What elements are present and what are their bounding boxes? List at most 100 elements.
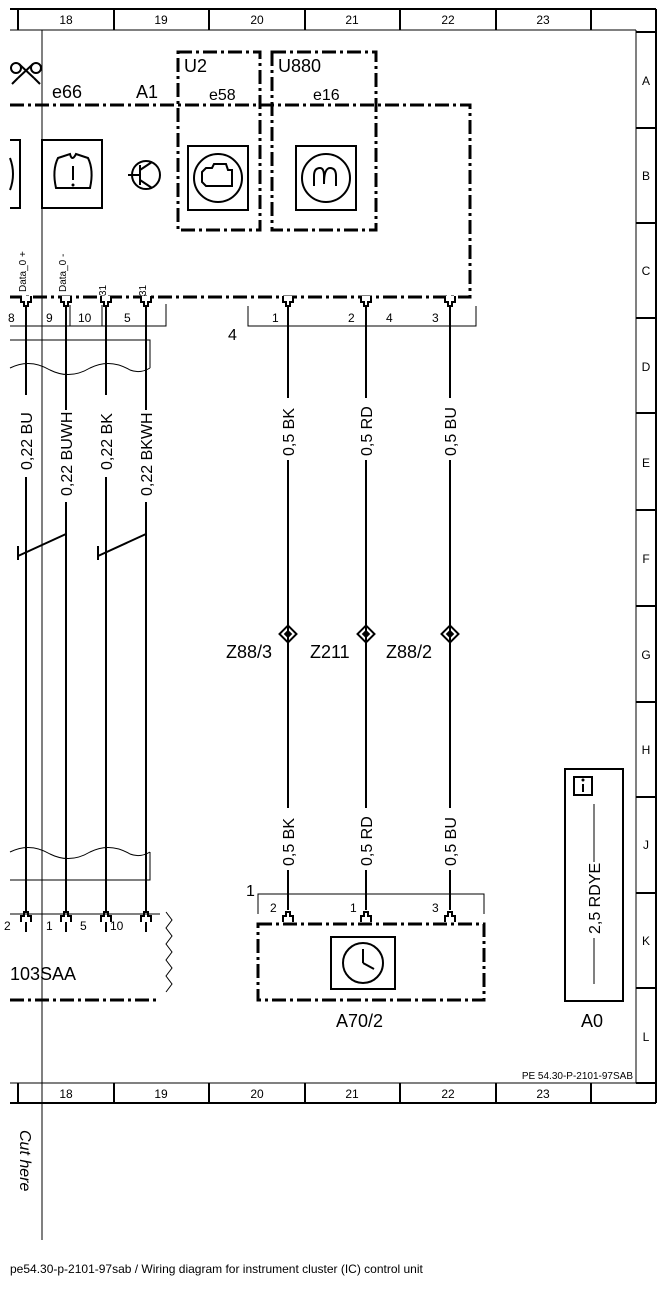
wire-label: 0,5 RD <box>359 406 376 456</box>
pin-marker <box>282 911 294 922</box>
col-label: 23 <box>536 13 550 27</box>
row-label: D <box>642 360 651 374</box>
info-icon <box>573 776 593 796</box>
pin-marker <box>360 911 372 922</box>
pin-label: 9 <box>46 311 53 325</box>
pin-markers-bottom <box>20 911 456 922</box>
row-label: E <box>642 456 650 470</box>
pin-label: 8 <box>8 311 15 325</box>
pin-marker <box>100 911 112 922</box>
splice-label: Z88/3 <box>226 642 272 662</box>
scissors-icon <box>10 62 42 85</box>
wire-label: 0,22 BU <box>19 412 36 470</box>
a70-2-box <box>256 922 486 1002</box>
component-e66: e66 <box>52 82 82 102</box>
column-labels-bottom: 18 19 20 21 22 23 <box>59 1087 550 1101</box>
warning-lamp-icon <box>41 139 103 209</box>
col-label: 21 <box>345 1087 359 1101</box>
pin-label: 3 <box>432 901 439 915</box>
page-caption: pe54.30-p-2101-97sab / Wiring diagram fo… <box>10 1262 423 1276</box>
pin-label: 2 <box>348 311 355 325</box>
connector-group-label: 1 <box>246 883 255 900</box>
pin-marker <box>60 911 72 922</box>
wire-label: 0,5 BK <box>281 408 298 456</box>
pin-marker <box>20 296 32 307</box>
col-label: 22 <box>441 13 455 27</box>
splice-icon <box>278 624 298 644</box>
component-e58: e58 <box>209 87 236 104</box>
col-label: 22 <box>441 1087 455 1101</box>
wire-label: 0,5 BU <box>443 817 460 866</box>
drawing-frame <box>10 8 657 1104</box>
component-a0: A0 <box>581 1011 603 1031</box>
info-wire-label: 2,5 RDYE <box>587 863 604 934</box>
wire-label: 0,5 BK <box>281 818 298 866</box>
row-label: A <box>642 74 650 88</box>
clock-icon <box>330 936 396 990</box>
a1-box <box>10 103 472 299</box>
wire-label: 0,22 BUWH <box>59 412 76 496</box>
row-label: F <box>642 552 649 566</box>
row-labels: A B C D E F G H J K L <box>641 74 650 1044</box>
col-label: 21 <box>345 13 359 27</box>
row-label: B <box>642 169 650 183</box>
col-label: 23 <box>536 1087 550 1101</box>
wire-label: 0,22 BKWH <box>139 412 156 496</box>
pin-label: 2 <box>270 901 277 915</box>
glow-plug-lamp-icon <box>295 145 357 211</box>
engine-lamp-icon <box>187 145 249 211</box>
pin-marker <box>140 296 152 307</box>
col-label: 19 <box>154 1087 168 1101</box>
component-u2: U2 <box>184 56 207 76</box>
signal-label: 31 <box>138 284 149 296</box>
column-labels-top: 18 19 20 21 22 23 <box>59 13 550 27</box>
component-u880: U880 <box>278 56 321 76</box>
wire-label: 0,22 BK <box>99 413 116 470</box>
pin-marker <box>20 911 32 922</box>
pin-marker <box>100 296 112 307</box>
pin-marker <box>282 296 294 307</box>
component-a70-2: A70/2 <box>336 1011 383 1031</box>
shield-break-lower <box>9 847 151 859</box>
drawing-code: PE 54.30-P-2101-97SAB <box>522 1071 634 1082</box>
col-label: 18 <box>59 13 73 27</box>
col-label: 19 <box>154 13 168 27</box>
signal-label: Data_0 - <box>58 254 69 292</box>
col-label: 18 <box>59 1087 73 1101</box>
splice-label: Z211 <box>310 642 350 662</box>
pin-label: 10 <box>110 919 124 933</box>
splice-icon <box>440 624 460 644</box>
partial-lamp <box>10 139 21 209</box>
connector-right <box>247 306 477 327</box>
u880-box <box>270 50 378 232</box>
shield-break-upper <box>9 363 151 375</box>
component-a1: A1 <box>136 82 158 102</box>
pin-marker <box>140 911 152 922</box>
component-e16: e16 <box>313 87 340 104</box>
row-label: J <box>643 838 649 852</box>
signal-label: 31 <box>98 284 109 296</box>
signal-label: Data_0 + <box>18 251 29 292</box>
splice-label: Z88/2 <box>386 642 432 662</box>
pin-label: 5 <box>80 919 87 933</box>
pin-label: 10 <box>78 311 92 325</box>
transistor-icon <box>128 160 161 190</box>
pin-label: 5 <box>124 311 131 325</box>
u2-box <box>176 50 262 232</box>
row-label: G <box>641 648 650 662</box>
component-103saa: 103SAA <box>10 964 76 984</box>
pin-label: 1 <box>46 919 53 933</box>
row-label: C <box>642 264 651 278</box>
pin-marker <box>60 296 72 307</box>
col-label: 20 <box>250 13 264 27</box>
pin-marker <box>360 296 372 307</box>
pin-label: 3 <box>432 311 439 325</box>
connector-group-label: 4 <box>228 327 237 344</box>
row-label: L <box>643 1030 650 1044</box>
pin-label: 1 <box>272 311 279 325</box>
row-label: K <box>642 934 650 948</box>
pin-label: 4 <box>386 311 393 325</box>
a0-box <box>564 768 624 1002</box>
wire-label: 0,5 RD <box>359 816 376 866</box>
